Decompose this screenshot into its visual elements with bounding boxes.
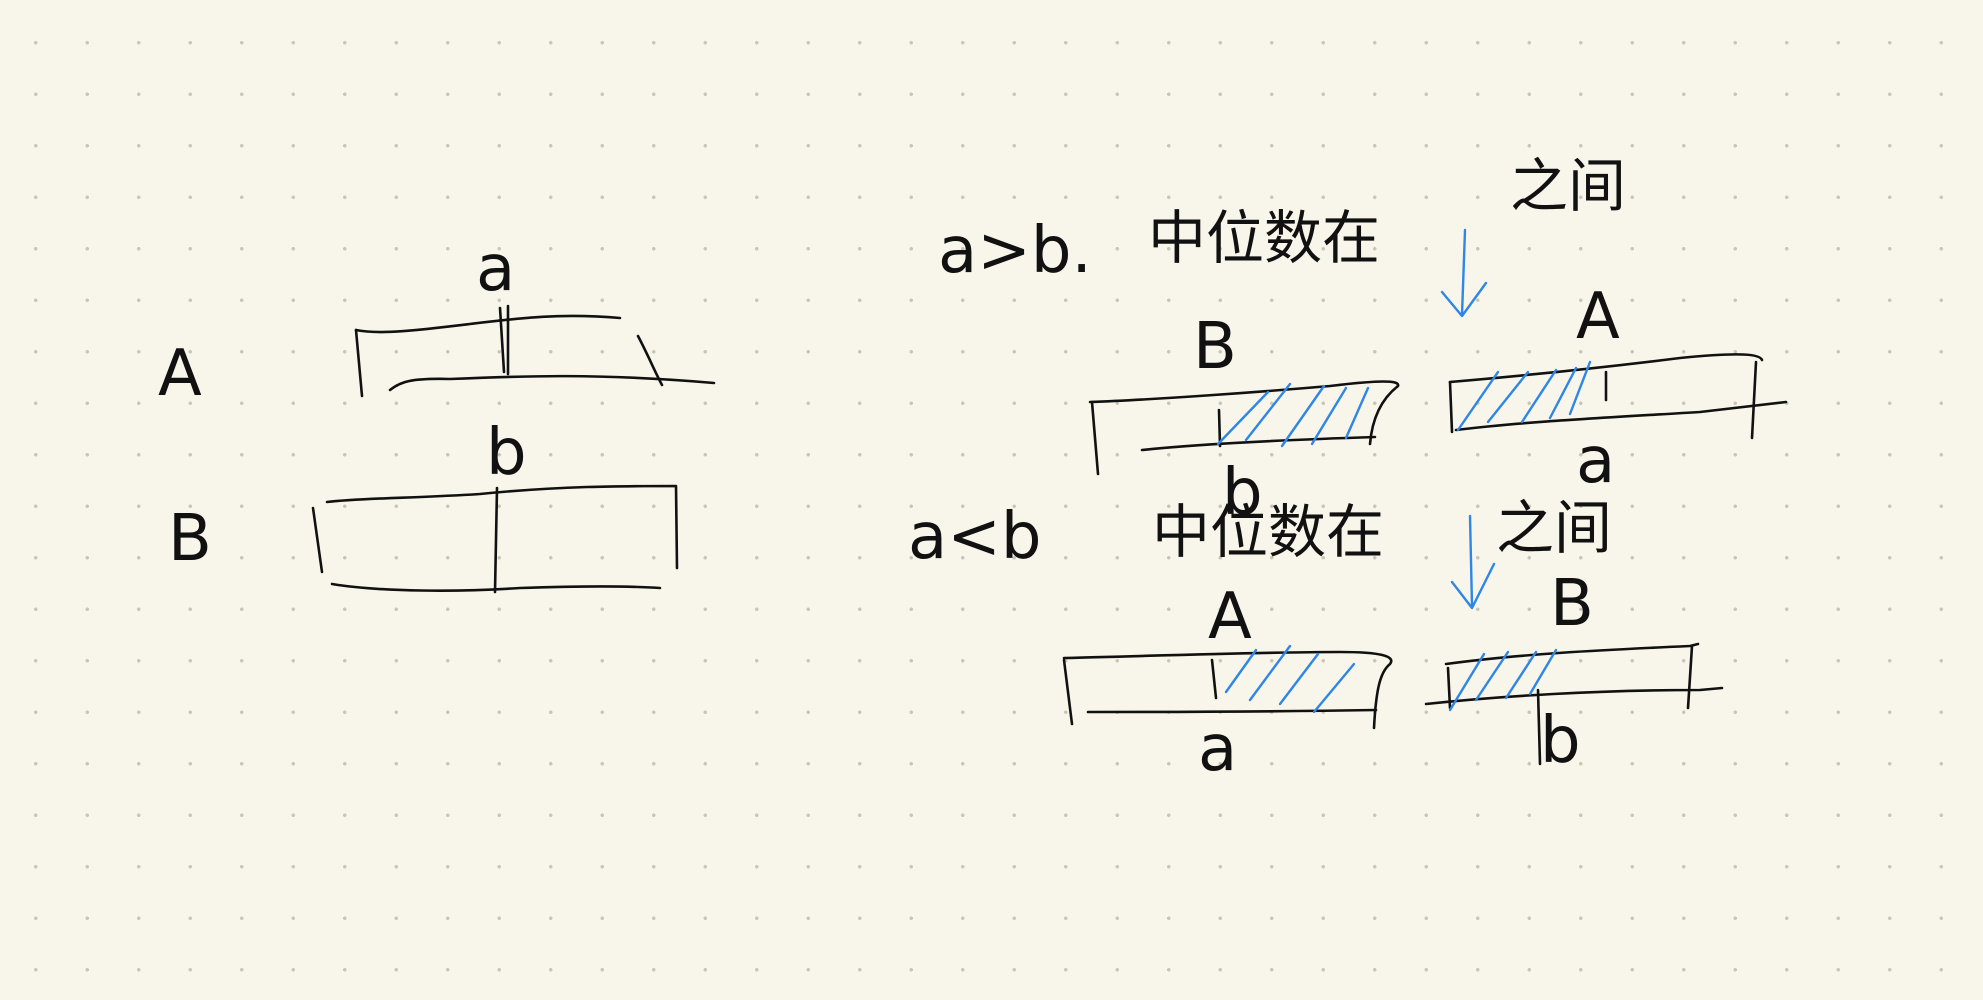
case-a-less-b: a<b 中位数在 之间 A a B <box>908 494 1724 786</box>
case1-array-a-label: A <box>1576 280 1620 354</box>
case-a-greater-b: a>b. 中位数在 之间 B b A <box>938 152 1788 530</box>
case1-text-part1: 中位数在 <box>1148 204 1380 272</box>
array-a-bar <box>354 314 716 398</box>
case2-text-part1: 中位数在 <box>1152 498 1384 566</box>
case1-text-part2: 之间 <box>1510 152 1626 220</box>
case2-down-arrow-icon <box>1450 514 1496 610</box>
cut-b-label: b <box>486 416 527 490</box>
case2-cut-a-label: a <box>1198 712 1237 786</box>
case1-array-b-hatch <box>1216 382 1370 448</box>
case2-condition: a<b <box>908 500 1041 574</box>
case2-array-a-bar <box>1062 650 1393 730</box>
case2-array-b-label: B <box>1550 567 1594 641</box>
cut-a-label: a <box>476 232 515 306</box>
case1-condition: a>b. <box>938 214 1092 288</box>
array-b-bar <box>311 484 679 592</box>
case2-array-b-hatch <box>1448 648 1558 712</box>
array-b-cut <box>493 486 499 594</box>
case2-text-part2: 之间 <box>1496 494 1612 562</box>
array-a-label: A <box>158 337 202 411</box>
case1-cut-b-label: b <box>1222 456 1263 530</box>
case1-array-b-bar <box>1088 380 1400 476</box>
case1-array-a-bar <box>1448 353 1788 440</box>
case1-array-a-hatch <box>1456 360 1592 432</box>
case2-array-a-label: A <box>1208 580 1252 654</box>
case1-down-arrow-icon <box>1440 228 1488 318</box>
case2-array-b-bar <box>1424 642 1724 766</box>
array-b-label: B <box>168 502 212 576</box>
case2-array-a-hatch <box>1224 644 1356 714</box>
left-diagram: A B a b <box>158 232 716 594</box>
case1-cut-a-label: a <box>1576 424 1615 498</box>
array-a-cut <box>498 304 510 376</box>
case2-cut-b-label: b <box>1540 704 1581 778</box>
case1-array-b-label: B <box>1193 310 1237 384</box>
